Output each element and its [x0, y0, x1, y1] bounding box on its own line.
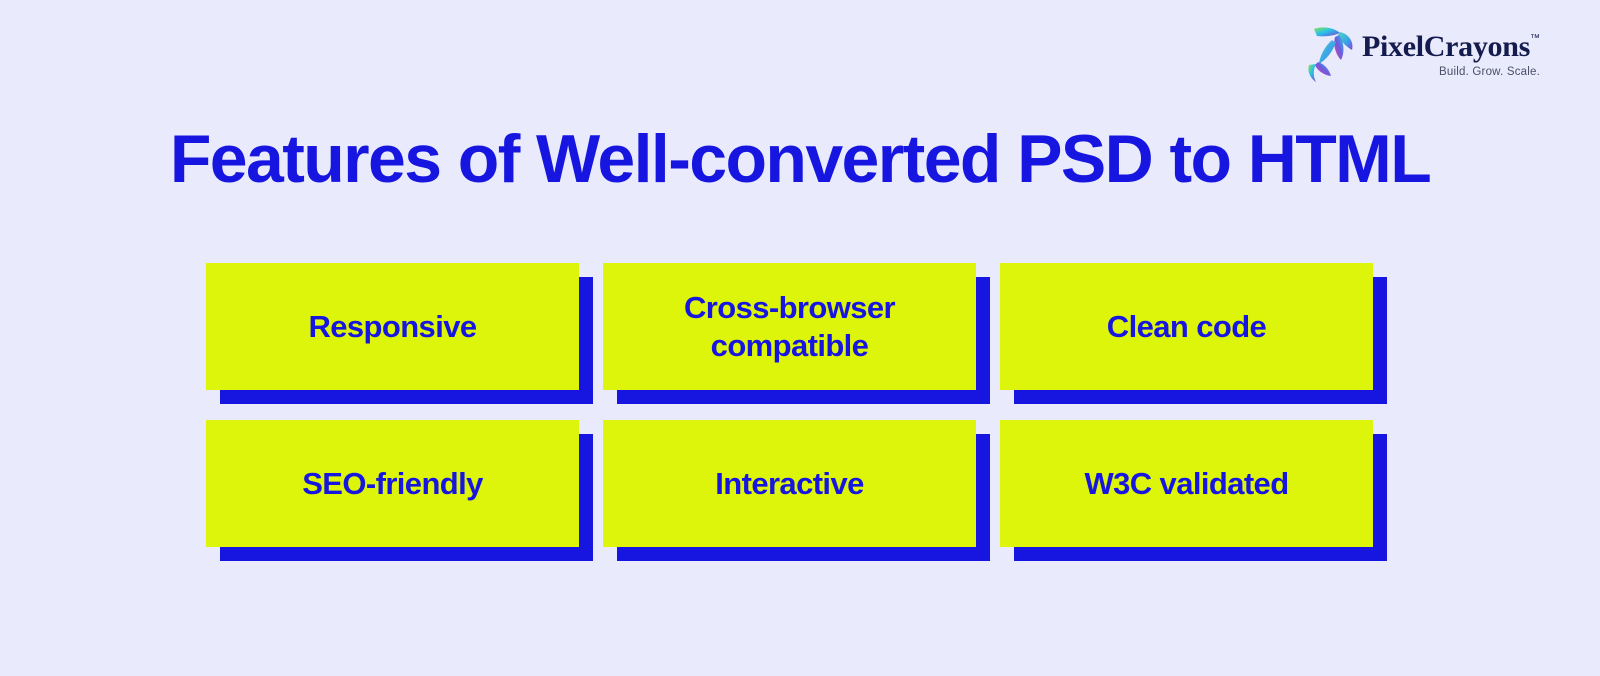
- card-face: W3C validated: [1000, 420, 1373, 547]
- feature-card-grid: Responsive Cross-browser compatible Clea…: [206, 263, 1387, 561]
- feature-label: W3C validated: [1084, 465, 1289, 501]
- card-face: Cross-browser compatible: [603, 263, 976, 390]
- feature-card[interactable]: Interactive: [603, 420, 990, 561]
- page-title: Features of Well-converted PSD to HTML: [169, 121, 1432, 197]
- feature-label: Clean code: [1106, 308, 1267, 344]
- feature-label: Interactive: [715, 465, 864, 501]
- feature-label: Cross-browser compatible: [684, 289, 896, 363]
- logo-name: PixelCrayons: [1361, 30, 1530, 63]
- feature-card[interactable]: Responsive: [206, 263, 593, 404]
- feature-card[interactable]: SEO-friendly: [206, 420, 593, 561]
- brand-logo: PixelCrayons ™ Build. Grow. Scale.: [1300, 22, 1540, 84]
- feature-label: Responsive: [308, 308, 477, 344]
- feature-card[interactable]: W3C validated: [1000, 420, 1387, 561]
- hummingbird-icon: [1300, 22, 1356, 84]
- feature-label: SEO-friendly: [302, 465, 483, 501]
- feature-card[interactable]: Cross-browser compatible: [603, 263, 990, 404]
- logo-tagline: Build. Grow. Scale.: [1439, 66, 1540, 78]
- trademark-symbol: ™: [1530, 33, 1540, 44]
- card-face: Interactive: [603, 420, 976, 547]
- card-face: SEO-friendly: [206, 420, 579, 547]
- card-face: Clean code: [1000, 263, 1373, 390]
- card-face: Responsive: [206, 263, 579, 390]
- logo-text-block: PixelCrayons ™ Build. Grow. Scale.: [1361, 28, 1540, 79]
- feature-card[interactable]: Clean code: [1000, 263, 1387, 404]
